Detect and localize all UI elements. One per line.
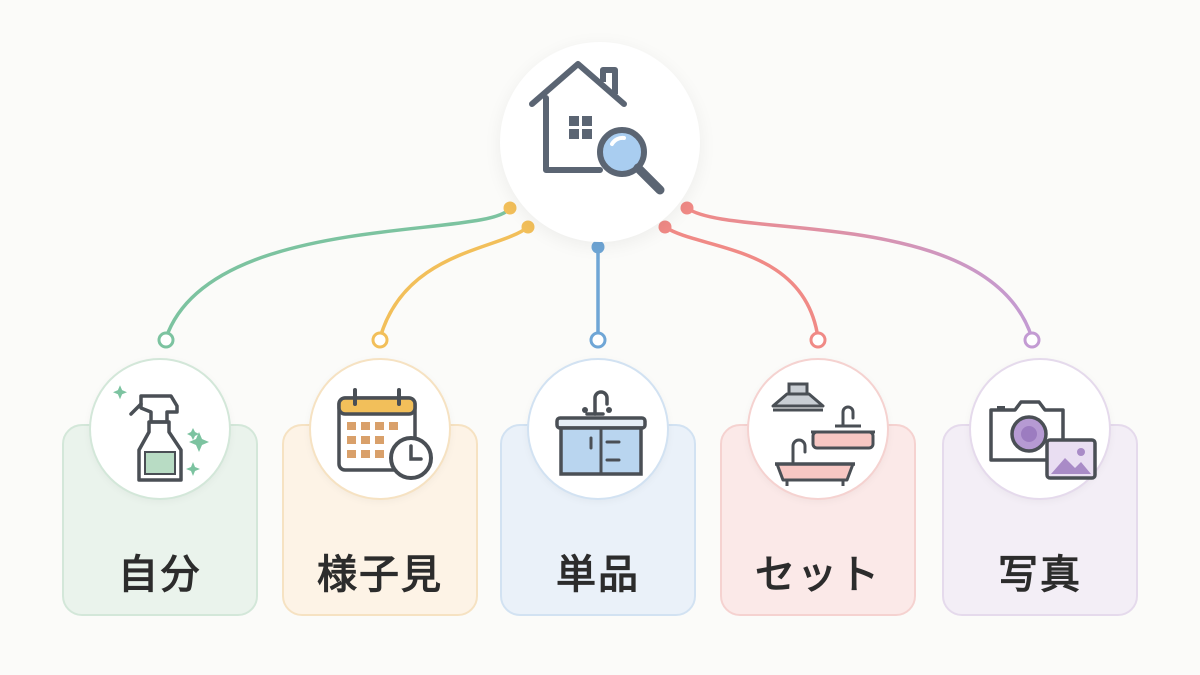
house-search-icon <box>529 61 665 195</box>
hub-node <box>500 42 700 242</box>
camera-photo-icon <box>989 400 1097 480</box>
connector-wait <box>378 225 530 340</box>
connector-photo <box>685 206 1034 340</box>
connector-end-ring-single <box>589 331 607 349</box>
branch-label-photo: 写真 <box>998 552 1082 598</box>
branch-badge-self <box>89 358 231 500</box>
connector-self <box>164 206 512 340</box>
connector-start-dot-photo <box>680 201 694 215</box>
branch-label-wait: 様子見 <box>317 552 443 598</box>
spray-bottle-icon <box>113 385 209 482</box>
branch-badge-wait <box>309 358 451 500</box>
connector-start-dot-set <box>658 220 672 234</box>
connector-end-ring-self <box>157 331 175 349</box>
sink-cabinet-icon <box>555 390 647 476</box>
calendar-clock-icon <box>337 388 433 480</box>
connector-end-ring-photo <box>1023 331 1041 349</box>
branch-badge-photo <box>969 358 1111 500</box>
branch-label-set: セット <box>755 552 881 598</box>
branch-badge-set <box>747 358 889 500</box>
branch-label-single: 単品 <box>556 552 640 598</box>
connector-start-dot-self <box>503 201 517 215</box>
connector-set <box>663 225 820 340</box>
connector-end-ring-set <box>809 331 827 349</box>
connector-start-dot-single <box>591 240 605 254</box>
kitchen-bath-set-icon <box>771 382 875 486</box>
connector-start-dot-wait <box>521 220 535 234</box>
branch-badge-single <box>527 358 669 500</box>
branch-label-self: 自分 <box>118 552 202 598</box>
connector-end-ring-wait <box>371 331 389 349</box>
